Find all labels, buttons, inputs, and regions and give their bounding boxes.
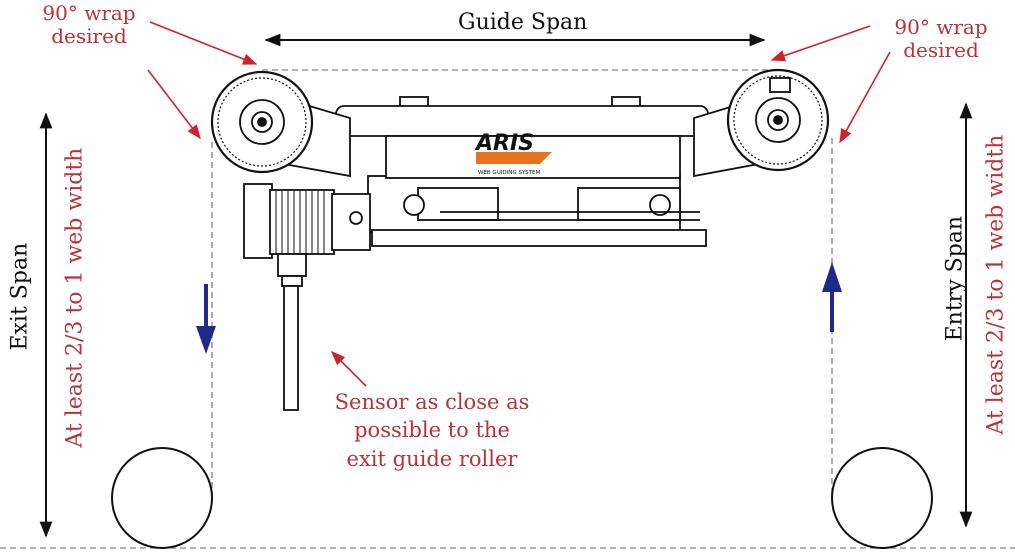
- sensor-note-line-3: exit guide roller: [346, 446, 518, 471]
- wrap-right-pointer-top: [770, 25, 871, 62]
- exit-bottom-roller: [111, 447, 213, 549]
- wrap-left-label: 90° wrap desired: [24, 2, 154, 48]
- wrap-right-pointer-side: [839, 51, 891, 144]
- exit-span-label: Exit Span: [7, 242, 33, 351]
- web-guide-assembly: [210, 68, 830, 247]
- motor-and-sensor: [243, 183, 371, 411]
- sensor-pointer: [330, 350, 367, 387]
- wrap-right-line-1: 90° wrap: [894, 15, 988, 39]
- sensor-note-line-2: possible to the: [354, 418, 510, 443]
- sensor-note-line-1: Sensor as close as: [334, 390, 530, 414]
- entry-bottom-roller: [831, 447, 933, 549]
- exit-flow-arrow: [196, 284, 216, 354]
- logo-brand: ARIS: [474, 131, 534, 156]
- sensor-note: Sensor as close as possible to the exit …: [312, 388, 552, 473]
- guide-span-label: Guide Span: [458, 10, 588, 35]
- entry-width-label: At least 2/3 to 1 web width: [983, 134, 1009, 435]
- wrap-right-line-2: desired: [903, 38, 979, 62]
- aris-logo: ARIS WEB GUIDING SYSTEM: [474, 131, 552, 176]
- entry-span-label: Entry Span: [942, 215, 968, 342]
- wrap-right-label: 90° wrap desired: [876, 16, 1006, 62]
- wrap-left-pointer-top: [149, 21, 258, 65]
- wrap-left-line-2: desired: [51, 24, 127, 48]
- wrap-left-line-1: 90° wrap: [42, 1, 136, 25]
- entry-flow-arrow: [822, 262, 842, 332]
- exit-width-label: At least 2/3 to 1 web width: [62, 147, 88, 448]
- wrap-left-pointer-side: [147, 69, 201, 140]
- logo-tagline: WEB GUIDING SYSTEM: [478, 170, 541, 176]
